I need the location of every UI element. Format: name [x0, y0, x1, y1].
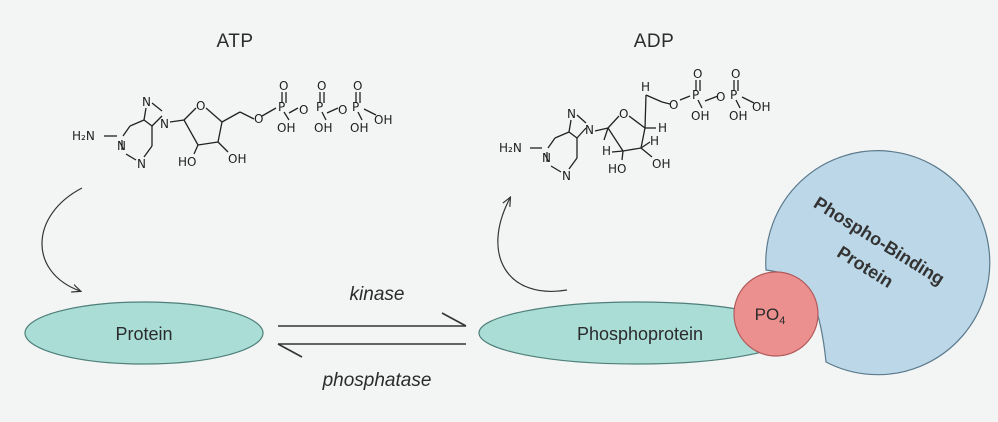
atp-n7-label: N — [142, 95, 151, 109]
adp-terminal-oh-label: OH — [752, 100, 770, 114]
atp-p3-label: P — [352, 100, 359, 114]
equilibrium-arrows — [277, 312, 467, 358]
adp-n3-label: N — [562, 169, 571, 183]
atp-ring-o-label: O — [196, 99, 205, 113]
adp-n9-label: N — [585, 123, 594, 137]
adp-structure: H₂N N N N N O H H H H HO OH O P O OH O P… — [499, 67, 770, 183]
protein-shape — [24, 301, 264, 365]
adp-bridge1-label: O — [716, 90, 725, 104]
adp-p2-label: P — [730, 88, 737, 102]
atp-oh2-label: OH — [314, 121, 332, 135]
adp-oh-label: OH — [652, 157, 670, 171]
atp-amine-label: H₂N — [72, 129, 95, 143]
adp-title: ADP — [634, 31, 675, 52]
adp-p1-label: P — [692, 88, 699, 102]
adp-release-arrow — [497, 198, 568, 292]
adp-oh2-label: OH — [729, 109, 747, 123]
adp-o-top1-label: O — [693, 67, 702, 81]
atp-link-o-label: O — [254, 112, 263, 126]
adp-h2-label: H — [658, 121, 667, 135]
adp-link-o-label: O — [669, 98, 678, 112]
atp-bridge2-label: O — [338, 103, 347, 117]
kinase-label: kinase — [350, 284, 405, 305]
atp-bridge1-label: O — [299, 103, 308, 117]
adp-h1-label: H — [641, 80, 650, 94]
adp-oh1-label: OH — [691, 109, 709, 123]
atp-p1-label: P — [278, 100, 285, 114]
phosphoprotein-label: Phosphoprotein — [577, 324, 703, 344]
atp-structure: H₂N N N N N O HO OH O P O OH O P O OH O … — [72, 79, 392, 171]
adp-h3-label: H — [650, 134, 659, 148]
atp-oh1-label: OH — [277, 121, 295, 135]
adp-amine-label: H₂N — [499, 141, 522, 155]
adp-ring-o-label: O — [619, 107, 628, 121]
adp-n7-label: N — [567, 107, 576, 121]
atp-o-top1-label: O — [279, 79, 288, 93]
atp-consumption-arrow — [41, 187, 82, 291]
atp-p2-label: P — [316, 100, 323, 114]
adp-h4-label: H — [602, 144, 611, 158]
adp-ho-label: HO — [608, 162, 626, 176]
po4-subscript: 4 — [779, 315, 785, 327]
po4-text: PO — [755, 305, 780, 324]
atp-title: ATP — [216, 31, 253, 52]
atp-oh3-label: OH — [350, 121, 368, 135]
atp-n9-label: N — [160, 117, 169, 131]
po4-label: PO4 — [755, 305, 786, 327]
phosphatase-label: phosphatase — [322, 370, 432, 391]
adp-n1-label: N — [542, 151, 551, 165]
atp-n3-label: N — [137, 157, 146, 171]
atp-ho-label: HO — [178, 155, 196, 169]
atp-terminal-oh-label: OH — [374, 113, 392, 127]
adp-o-top2-label: O — [731, 67, 740, 81]
atp-o-top3-label: O — [353, 79, 362, 93]
phosphate-group — [733, 271, 819, 357]
atp-n1-label: N — [117, 139, 126, 153]
atp-oh-label: OH — [228, 152, 246, 166]
protein-label: Protein — [115, 324, 172, 344]
atp-o-top2-label: O — [317, 79, 326, 93]
